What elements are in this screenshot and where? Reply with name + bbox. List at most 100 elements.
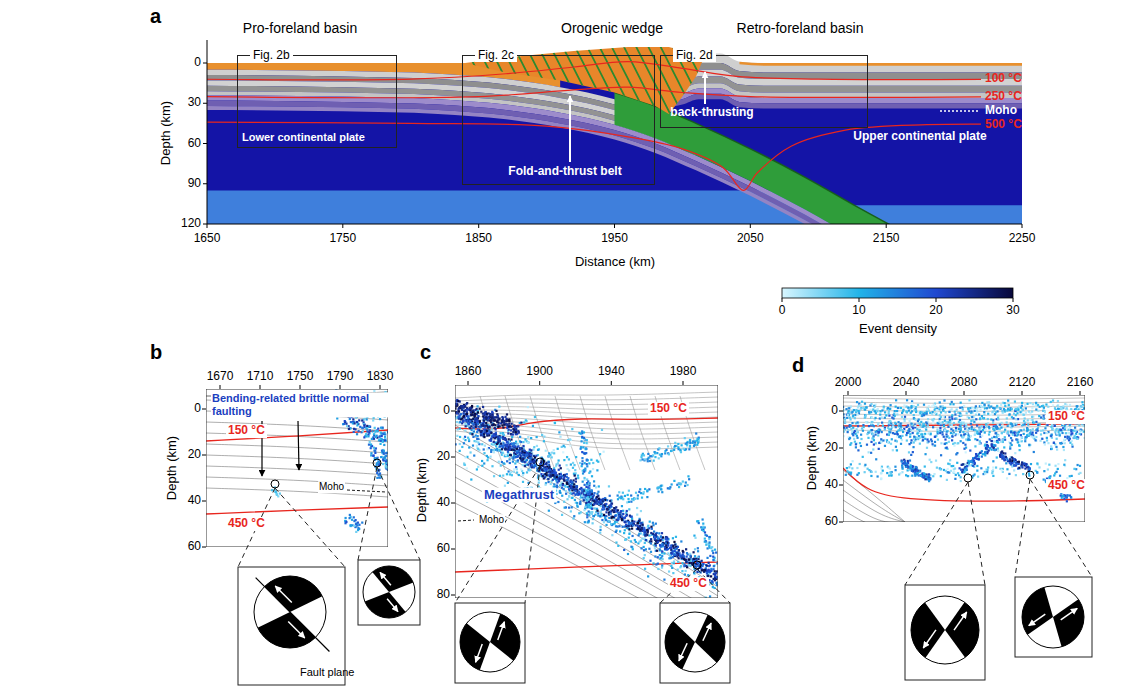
seismic-event [566,482,568,484]
axis [203,63,207,64]
seismic-event [683,558,685,560]
seismic-event [628,537,630,539]
seismic-event [580,492,582,494]
seismic-event [457,416,459,418]
seismic-event [350,524,352,526]
seismic-event [657,563,659,565]
seismic-event [569,492,571,494]
seismic-event [381,435,383,437]
seismic-event [538,448,540,450]
seismic-event [499,450,501,452]
seismic-event [563,488,565,490]
seismic-event [618,518,620,520]
seismic-event [371,438,373,440]
seismic-event [591,522,593,524]
seismic-event [665,538,667,540]
seismic-event [543,477,545,479]
seismic-event [688,563,690,565]
seismic-event [617,519,619,521]
seismic-event [559,492,561,494]
seismic-event [516,468,518,470]
colorbar [859,298,860,302]
seismic-event [573,483,575,485]
seismic-event [605,519,607,521]
seismic-event [472,444,474,446]
seismic-event [621,505,623,507]
seismic-event [636,514,638,516]
zoom-panel [206,389,388,547]
zoom-panel [206,444,388,453]
seismic-event [541,434,543,436]
seismic-event [526,420,528,422]
seismic-event [644,533,646,535]
seismic-event [652,562,654,564]
seismic-event [513,442,515,444]
seismic-event [647,575,649,577]
seismic-event [543,440,545,442]
zoom-annotation [271,480,279,488]
seismic-event [599,453,601,455]
seismic-event [579,462,581,464]
seismic-event [363,424,365,426]
model-section [465,47,703,114]
seismic-event [461,446,463,448]
seismic-event [527,441,529,443]
seismic-event [548,455,550,457]
seismic-event [524,452,526,454]
seismic-event [611,524,613,526]
seismic-event [624,539,626,541]
seismic-event [480,424,482,426]
seismic-event [357,522,359,524]
seismic-event [491,443,493,445]
seismic-event [565,490,567,492]
seismic-event [657,556,659,558]
seismic-event [597,491,599,493]
seismic-event [672,572,674,574]
seismic-event [355,531,357,533]
seismic-event [608,520,610,522]
zoom-panel [455,385,718,598]
seismic-event [558,431,560,433]
seismic-event [368,444,370,446]
zoom-panel [455,425,718,587]
seismic-event [383,459,385,461]
zoom-panel [505,396,530,470]
seismic-event [709,595,711,597]
seismic-event [521,447,523,449]
seismic-event [694,548,696,550]
colorbar [782,298,783,302]
seismic-event [590,459,592,461]
seismic-event [615,541,617,543]
seismic-event [489,456,491,458]
seismic-event [608,485,610,487]
seismic-event [462,420,464,422]
seismic-event [271,489,273,491]
seismic-event [563,459,565,461]
seismic-event [512,460,514,462]
seismic-event [523,421,525,423]
seismic-event [628,528,630,530]
seismic-event [564,486,566,488]
seismic-event [498,406,500,408]
seismic-event [356,424,358,426]
seismic-event [469,451,471,453]
seismic-event [515,466,517,468]
seismic-event [685,570,687,572]
seismic-event [553,421,555,423]
seismic-event [711,581,713,583]
seismic-event [595,496,597,498]
seismic-event [526,471,528,473]
seismic-event [713,587,715,589]
axis [300,385,301,389]
seismic-event [680,565,682,567]
seismic-event [697,550,699,552]
seismic-event [529,462,531,464]
seismic-event [576,485,578,487]
seismic-event [603,508,605,510]
seismic-event [499,449,501,451]
seismic-event [593,480,595,482]
seismic-event [598,485,600,487]
seismic-event [563,445,565,447]
seismic-event [568,507,570,509]
axis [207,224,208,228]
